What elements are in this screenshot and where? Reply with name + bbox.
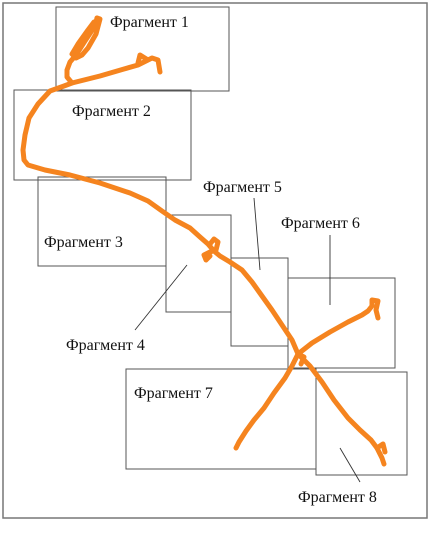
label-fragment-3: Фрагмент 3: [44, 234, 123, 251]
track-paths: [20, 15, 388, 467]
track-branch-down: [295, 351, 387, 467]
label-fragment-2: Фрагмент 2: [72, 103, 151, 120]
fragment-6-frame: [287, 277, 396, 369]
label-fragment-8: Фрагмент 8: [298, 489, 377, 506]
leader-line-8: [339, 447, 361, 483]
outer-border: [2, 2, 428, 519]
fragment-8-frame: [315, 371, 408, 476]
track-branch-upper: [69, 52, 163, 86]
track-hook-cross: [295, 351, 307, 367]
leader-line-4: [134, 264, 188, 331]
track-hook-8: [374, 441, 388, 455]
track-loop-top: [69, 15, 103, 61]
leader-line-5: [253, 197, 261, 271]
fragment-frames: [13, 6, 408, 476]
leader-lines: [134, 197, 361, 483]
label-fragment-5: Фрагмент 5: [203, 179, 282, 196]
fragment-1-frame: [55, 6, 230, 92]
label-fragment-6: Фрагмент 6: [281, 215, 360, 232]
label-fragment-7: Фрагмент 7: [134, 385, 213, 402]
label-fragment-4: Фрагмент 4: [66, 337, 145, 354]
fragment-2-frame: [13, 89, 192, 181]
fragment-labels: Фрагмент 1 Фрагмент 2 Фрагмент 3 Фрагмен…: [44, 14, 377, 506]
track-branch-right: [295, 297, 381, 357]
label-fragment-1: Фрагмент 1: [110, 14, 189, 31]
track-wiggle-4: [201, 236, 221, 263]
